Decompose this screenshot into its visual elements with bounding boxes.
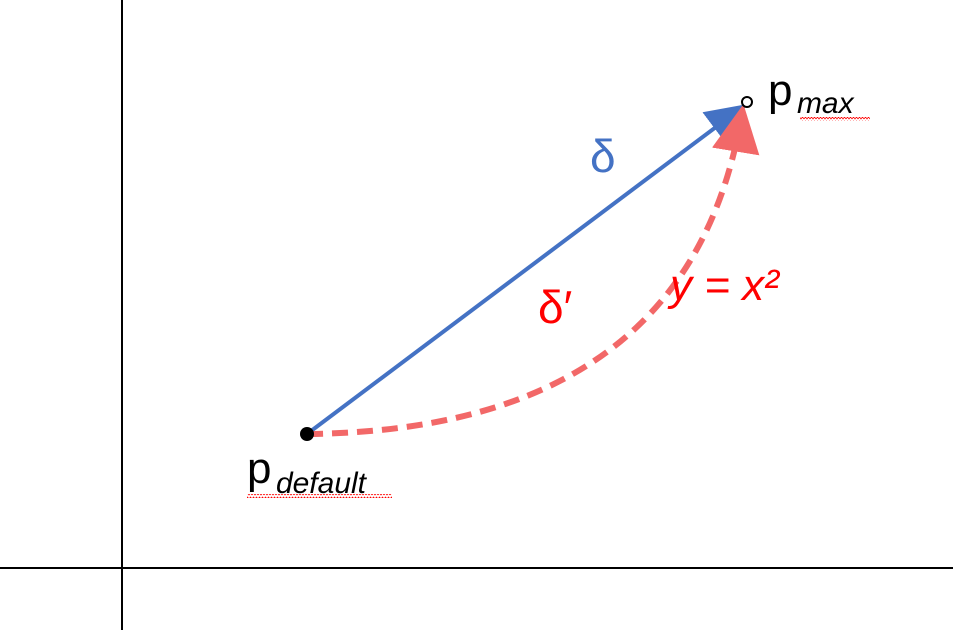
p-default-spellcheck-underline xyxy=(247,494,392,498)
p-max-subscript: max xyxy=(797,87,855,120)
delta-label: δ xyxy=(590,130,616,182)
delta-arrow xyxy=(305,104,747,436)
p-max-spellcheck-underline xyxy=(800,117,870,121)
equation-label: y = x² xyxy=(667,261,780,310)
p-default-base: p xyxy=(247,444,271,493)
p-max-point xyxy=(741,96,753,108)
p-max-label: p max xyxy=(768,66,855,120)
delta-prime-curve xyxy=(306,104,760,437)
delta-prime-label: δ′ xyxy=(538,281,572,333)
p-max-base: p xyxy=(768,66,792,115)
p-default-label: p default xyxy=(247,444,368,500)
p-default-point xyxy=(300,427,314,441)
